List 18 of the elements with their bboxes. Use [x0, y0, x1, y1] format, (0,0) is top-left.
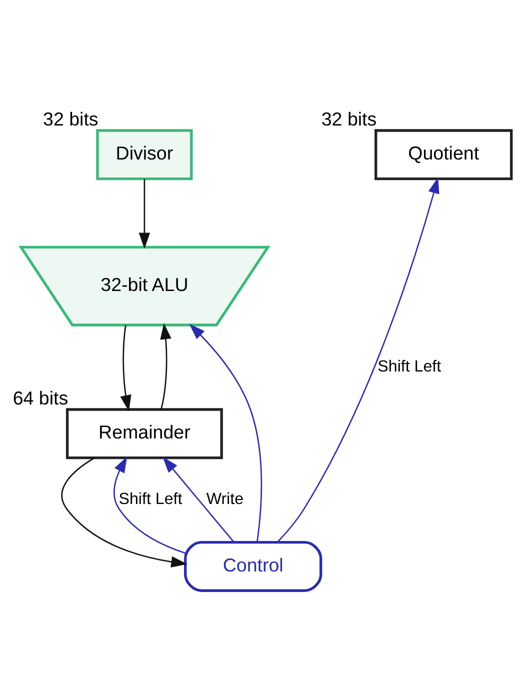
- edge-label: Write: [206, 490, 244, 508]
- node-label: 64 bits: [12, 386, 68, 408]
- arrow: [138, 178, 150, 248]
- edge-label: Shift Left: [378, 356, 442, 375]
- node-label: 32 bits: [43, 108, 98, 129]
- arrow: [114, 456, 186, 554]
- node-box: Control: [184, 540, 322, 592]
- node-box: Remainder: [66, 408, 223, 459]
- arrow: [61, 456, 188, 567]
- node-box: Quotient: [374, 128, 513, 180]
- arrow: [160, 322, 172, 409]
- arrow: [277, 176, 440, 542]
- edge-label: Shift Left: [118, 490, 182, 508]
- node-box: Divisor: [96, 128, 193, 180]
- arrow: [189, 323, 262, 542]
- node-label: 32 bits: [321, 108, 377, 129]
- arrow: [162, 456, 234, 542]
- arrow: [120, 324, 132, 411]
